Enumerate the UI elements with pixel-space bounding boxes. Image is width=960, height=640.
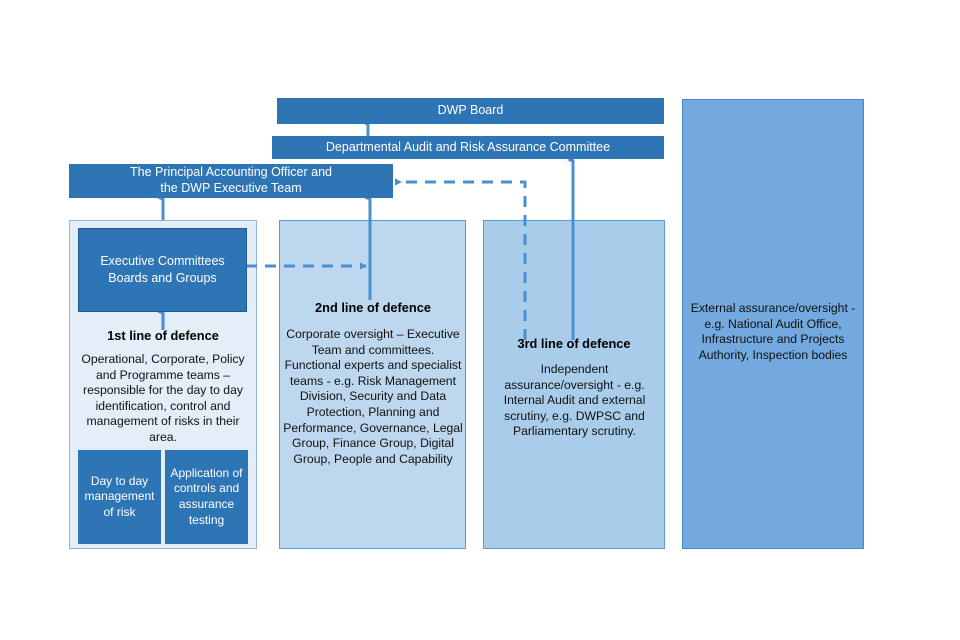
first-line-lead-label: 1st line of defence [107, 328, 219, 343]
first-line-lead: 1st line of defence [72, 328, 254, 343]
first-line-body: Operational, Corporate, Policy and Progr… [73, 352, 253, 446]
darac-label: Departmental Audit and Risk Assurance Co… [325, 139, 611, 154]
third-line-lead: 3rd line of defence [485, 336, 663, 351]
third-line-lead-label: 3rd line of defence [517, 336, 631, 351]
first-line-subbox-day-to-day: Day to day management of risk [78, 450, 161, 544]
darac-bar: Departmental Audit and Risk Assurance Co… [272, 136, 664, 159]
dwp-board-label: DWP Board [437, 103, 504, 118]
first-line-subbox-controls-label: Application of controls and assurance te… [170, 465, 243, 527]
second-line-lead: 2nd line of defence [282, 300, 464, 315]
second-line-lead-label: 2nd line of defence [315, 300, 431, 315]
external-assurance-body: External assurance/oversight - e.g. Nati… [690, 301, 856, 363]
third-line-body-text: Independent assurance/oversight - e.g. I… [503, 362, 646, 439]
first-line-body-text: Operational, Corporate, Policy and Progr… [81, 352, 245, 445]
pao-label: The Principal Accounting Officer and the… [130, 165, 332, 195]
external-assurance-text: External assurance/oversight - e.g. Nati… [690, 301, 856, 362]
second-line-body-text: Corporate oversight – Executive Team and… [283, 327, 463, 466]
third-line-body: Independent assurance/oversight - e.g. I… [492, 362, 657, 440]
dwp-board-bar: DWP Board [277, 98, 664, 124]
first-line-subbox-controls: Application of controls and assurance te… [165, 450, 248, 544]
second-line-body: Corporate oversight – Executive Team and… [283, 327, 463, 467]
executive-committees-label: Executive Committees Boards and Groups [100, 254, 225, 285]
pao-bar: The Principal Accounting Officer and the… [69, 164, 393, 198]
column-external-assurance [682, 99, 864, 549]
first-line-subbox-day-to-day-label: Day to day management of risk [84, 473, 155, 519]
executive-committees-box: Executive Committees Boards and Groups [78, 228, 247, 312]
